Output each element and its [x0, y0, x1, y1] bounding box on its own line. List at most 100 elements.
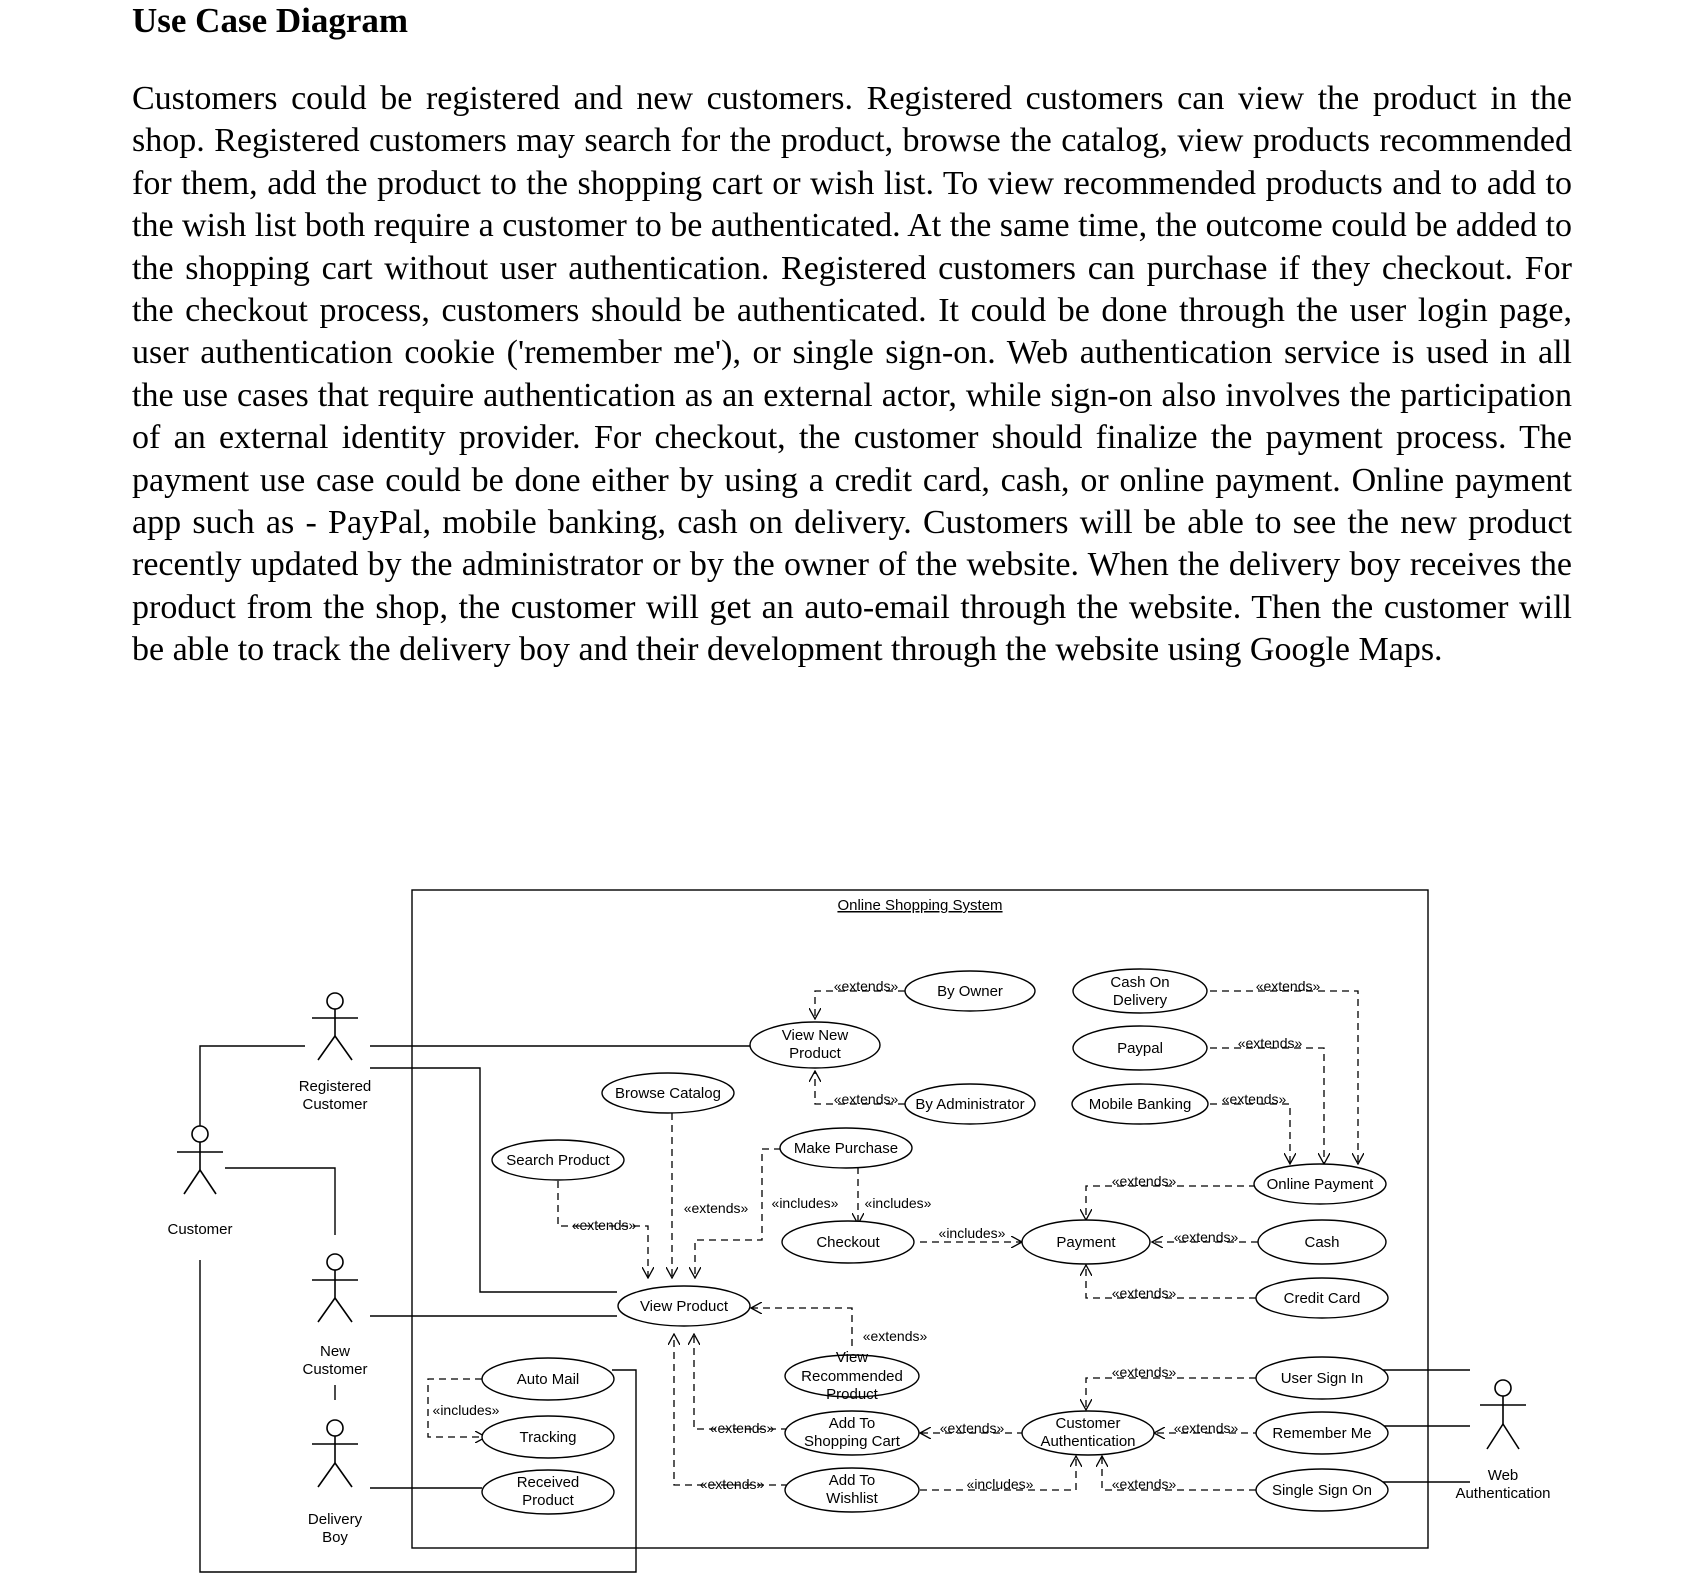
- svg-text:Customer: Customer: [302, 1096, 367, 1113]
- document-title: Use Case Diagram: [132, 1, 409, 40]
- svg-text:Remember Me: Remember Me: [1272, 1425, 1371, 1442]
- svg-text:Received: Received: [517, 1474, 580, 1491]
- svg-text:Tracking: Tracking: [520, 1429, 577, 1446]
- svg-text:Search Product: Search Product: [506, 1152, 610, 1169]
- relationship-lines: [427, 990, 1358, 1491]
- use-case-by-administrator: By Administrator: [904, 1083, 1036, 1125]
- use-case-mobile-banking: Mobile Banking: [1071, 1083, 1209, 1125]
- svg-text:Authentication: Authentication: [1455, 1485, 1550, 1502]
- use-case-make-purchase: Make Purchase: [779, 1127, 913, 1169]
- stereo-extends: «extends»: [1222, 1091, 1287, 1107]
- stereo-extends: «extends»: [1112, 1476, 1177, 1492]
- use-case-cash-on-delivery: Cash On Delivery: [1072, 968, 1208, 1014]
- system-name: Online Shopping System: [837, 897, 1002, 914]
- svg-text:Make Purchase: Make Purchase: [794, 1140, 898, 1157]
- svg-text:Delivery: Delivery: [308, 1511, 363, 1528]
- svg-text:User Sign In: User Sign In: [1281, 1370, 1364, 1387]
- use-case-search-product: Search Product: [491, 1139, 625, 1181]
- svg-text:Customer: Customer: [1055, 1415, 1120, 1432]
- use-case-customer-authentication: Customer Authentication: [1021, 1410, 1155, 1456]
- use-case-browse-catalog: Browse Catalog: [601, 1072, 735, 1114]
- actor-delivery-boy: Delivery Boy: [308, 1419, 363, 1546]
- svg-text:View Product: View Product: [640, 1298, 729, 1315]
- svg-text:Paypal: Paypal: [1117, 1040, 1163, 1057]
- svg-text:Recommended: Recommended: [801, 1368, 903, 1385]
- svg-text:Browse Catalog: Browse Catalog: [615, 1085, 721, 1102]
- use-case-cash: Cash: [1257, 1219, 1387, 1265]
- use-case-add-to-shopping-cart: Add To Shopping Cart: [784, 1410, 920, 1456]
- svg-text:Single Sign On: Single Sign On: [1272, 1482, 1372, 1499]
- actor-customer: Customer: [167, 1125, 233, 1238]
- svg-text:New: New: [320, 1343, 350, 1360]
- stereo-extends: «extends»: [572, 1217, 637, 1233]
- stereo-extends: «extends»: [940, 1420, 1005, 1436]
- association-lines: [199, 1045, 1470, 1573]
- use-case-payment: Payment: [1021, 1219, 1151, 1265]
- stereo-extends: «extends»: [863, 1328, 928, 1344]
- use-case-user-sign-in: User Sign In: [1255, 1356, 1389, 1400]
- use-case-view-product: View Product: [617, 1285, 751, 1327]
- svg-text:Mobile Banking: Mobile Banking: [1089, 1096, 1192, 1113]
- stereo-extends: «extends»: [1174, 1420, 1239, 1436]
- svg-text:Authentication: Authentication: [1040, 1433, 1135, 1450]
- use-case-view-recommended-product: View Recommended Product: [784, 1349, 920, 1403]
- stereotype-labels: «extends» «extends» «extends» «extends» …: [433, 978, 1321, 1492]
- stereo-extends: «extends»: [1238, 1035, 1303, 1051]
- svg-text:Product: Product: [522, 1492, 575, 1509]
- svg-text:Product: Product: [789, 1045, 842, 1062]
- stereo-extends: «extends»: [1256, 978, 1321, 994]
- stereo-extends: «extends»: [700, 1476, 765, 1492]
- svg-text:View New: View New: [782, 1027, 849, 1044]
- stereo-includes: «includes»: [865, 1195, 932, 1211]
- svg-text:Web: Web: [1488, 1467, 1519, 1484]
- svg-text:Customer: Customer: [167, 1221, 232, 1238]
- svg-text:Registered: Registered: [299, 1078, 372, 1095]
- use-case-online-payment: Online Payment: [1253, 1163, 1387, 1205]
- stereo-extends: «extends»: [834, 1091, 899, 1107]
- stereo-includes: «includes»: [772, 1195, 839, 1211]
- use-case-credit-card: Credit Card: [1255, 1277, 1389, 1319]
- use-case-checkout: Checkout: [781, 1220, 915, 1264]
- svg-text:Online Payment: Online Payment: [1267, 1176, 1375, 1193]
- use-case-paypal: Paypal: [1072, 1025, 1208, 1071]
- stereo-includes: «includes»: [967, 1476, 1034, 1492]
- stereo-extends: «extends»: [710, 1420, 775, 1436]
- stereo-extends: «extends»: [684, 1200, 749, 1216]
- use-case-by-owner: By Owner: [904, 970, 1036, 1012]
- actor-new-customer: New Customer: [302, 1253, 368, 1378]
- stereo-extends: «extends»: [1112, 1173, 1177, 1189]
- svg-text:Credit Card: Credit Card: [1284, 1290, 1361, 1307]
- use-case-received-product: Received Product: [481, 1469, 615, 1515]
- use-case-add-to-wishlist: Add To Wishlist: [784, 1467, 920, 1513]
- svg-text:Checkout: Checkout: [816, 1234, 880, 1251]
- use-case-remember-me: Remember Me: [1255, 1411, 1389, 1455]
- svg-text:Cash On: Cash On: [1110, 974, 1169, 991]
- actor-registered-customer: Registered Customer: [299, 992, 372, 1113]
- svg-text:Shopping Cart: Shopping Cart: [804, 1433, 901, 1450]
- svg-text:Wishlist: Wishlist: [826, 1490, 878, 1507]
- stereo-extends: «extends»: [1112, 1364, 1177, 1380]
- svg-text:Boy: Boy: [322, 1529, 348, 1546]
- svg-text:Customer: Customer: [302, 1361, 367, 1378]
- stereo-includes: «includes»: [939, 1225, 1006, 1241]
- use-case-view-new-product: View New Product: [749, 1021, 881, 1069]
- svg-text:View: View: [836, 1349, 868, 1366]
- system-boundary: [411, 889, 1429, 1549]
- document-paragraph: Customers could be registered and new cu…: [132, 80, 1572, 669]
- use-case-auto-mail: Auto Mail: [481, 1357, 615, 1401]
- svg-text:By Administrator: By Administrator: [915, 1096, 1024, 1113]
- svg-text:Auto Mail: Auto Mail: [517, 1371, 580, 1388]
- svg-text:Add To: Add To: [829, 1415, 875, 1432]
- use-case-single-sign-on: Single Sign On: [1255, 1468, 1389, 1512]
- svg-text:Delivery: Delivery: [1113, 992, 1168, 1009]
- use-case-tracking: Tracking: [481, 1415, 615, 1459]
- svg-text:Cash: Cash: [1304, 1234, 1339, 1251]
- svg-text:Add To: Add To: [829, 1472, 875, 1489]
- stereo-extends: «extends»: [1174, 1229, 1239, 1245]
- stereo-includes: «includes»: [433, 1402, 500, 1418]
- svg-text:Product: Product: [826, 1386, 879, 1403]
- svg-text:By Owner: By Owner: [937, 983, 1003, 1000]
- actor-web-authentication: Web Authentication: [1455, 1379, 1551, 1502]
- stereo-extends: «extends»: [834, 978, 899, 994]
